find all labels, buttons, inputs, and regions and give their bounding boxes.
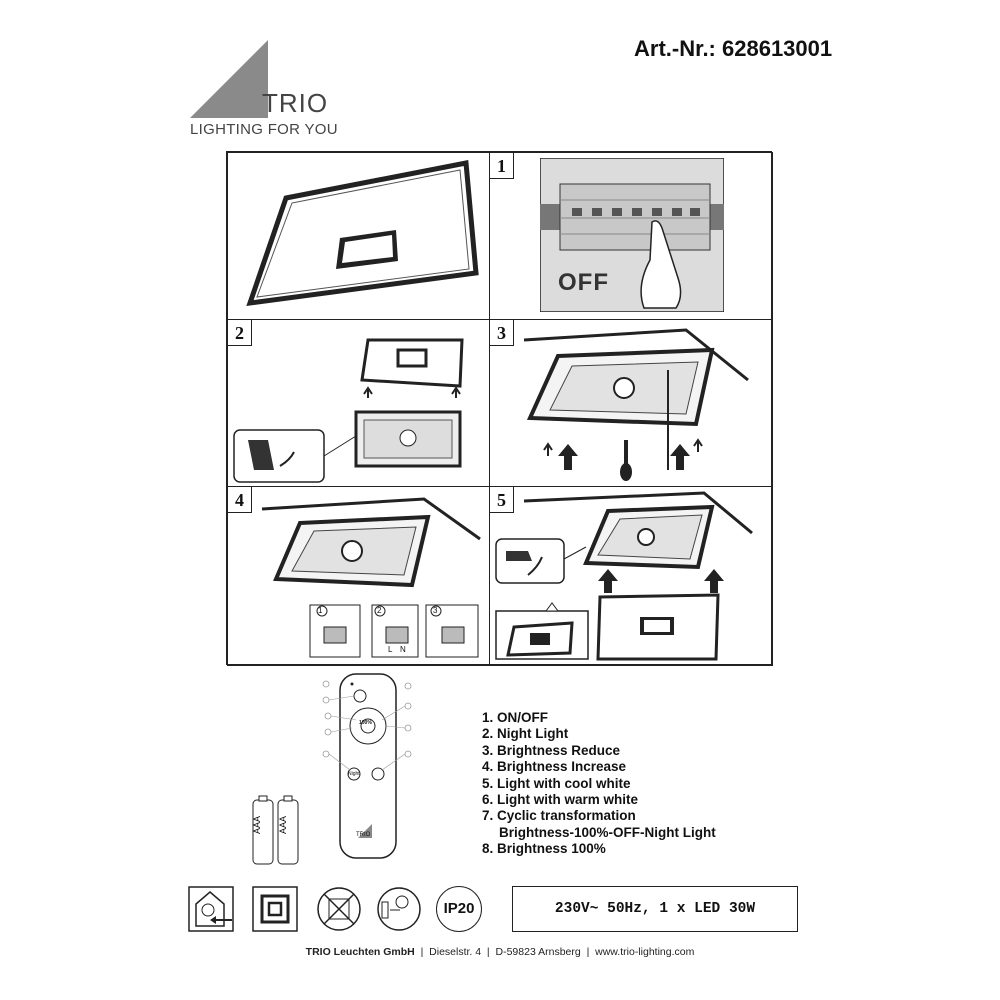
step-4: 4 1 2 3 L N: [227, 486, 490, 666]
battery-label: AAA: [252, 815, 262, 834]
no-dimmer-icon: [317, 887, 361, 931]
remote-night-label: Night: [348, 771, 360, 777]
luminaire-distance-icon: [377, 887, 421, 931]
step-1: 1 OFF: [489, 152, 773, 320]
sub-step-1: 1: [318, 606, 323, 615]
battery-label: AAA: [278, 815, 288, 834]
legend-item: 8. Brightness 100%: [482, 841, 606, 857]
remove-diffuser-icon: [233, 338, 464, 483]
attach-diffuser-icon: [495, 491, 753, 661]
wiring-icon: [261, 497, 481, 658]
logo-brand: TRIO: [262, 88, 329, 118]
footer-address: Dieselstr. 4: [429, 946, 482, 958]
wire-label-l: L: [388, 645, 393, 654]
legend-item: 1. ON/OFF: [482, 710, 549, 725]
sub-step-2: 2: [377, 606, 382, 615]
step-number: 5: [490, 487, 514, 513]
ceiling-light-icon: [246, 160, 479, 307]
step-number: 3: [490, 320, 514, 346]
product-overview: [227, 152, 490, 320]
fuse-box-icon: [540, 158, 724, 312]
step-number: 4: [228, 487, 252, 513]
protection-class-ii-icon: [252, 886, 298, 932]
legend-item: 3. Brightness Reduce: [482, 742, 621, 758]
remote-logo-text: TRIO: [356, 832, 371, 838]
footer-company: TRIO Leuchten GmbH: [305, 946, 415, 958]
off-caption: OFF: [558, 269, 609, 296]
legend-item: 6. Light with warm white: [482, 792, 639, 808]
legend-item: 7. Cyclic transformation: [482, 808, 636, 824]
logo-tagline: LIGHTING FOR YOU: [190, 121, 338, 138]
legend-item: 2. Night Light: [482, 726, 569, 742]
sub-step-3: 3: [433, 606, 438, 615]
wire-label-n: N: [400, 645, 406, 654]
legend-item: Brightness-100%-OFF-Night Light: [499, 824, 716, 840]
electrical-spec: 230V~ 50Hz, 1 x LED 30W: [512, 886, 798, 932]
mount-base-icon: [523, 328, 749, 481]
legend-item: 5. Light with cool white: [482, 775, 631, 791]
step-number: 2: [228, 320, 252, 346]
legend-item: 4. Brightness Increase: [482, 759, 627, 775]
instruction-grid: 1 OFF 2: [226, 151, 773, 666]
indoor-use-icon: [188, 886, 234, 932]
step-5: 5: [489, 486, 773, 666]
step-number: 1: [490, 153, 514, 179]
article-number: Art.-Nr.: 628613001: [634, 36, 833, 61]
ip-rating-icon: IP20: [436, 886, 482, 932]
batteries-icon: [252, 795, 299, 865]
remote-center-label: 100%: [359, 720, 372, 726]
remote-control-icon: [322, 673, 412, 859]
footer-city: D-59823 Arnsberg: [495, 946, 581, 958]
footer: TRIO Leuchten GmbH | Dieselstr. 4 | D-59…: [305, 946, 695, 958]
trio-logo-triangle-icon: [190, 40, 268, 118]
step-2: 2: [227, 319, 490, 487]
footer-web-link[interactable]: www.trio-lighting.com: [595, 946, 695, 958]
button-legend: 1. ON/OFF 2. Night Light 3. Brightness R…: [482, 710, 716, 858]
step-3: 3: [489, 319, 773, 487]
